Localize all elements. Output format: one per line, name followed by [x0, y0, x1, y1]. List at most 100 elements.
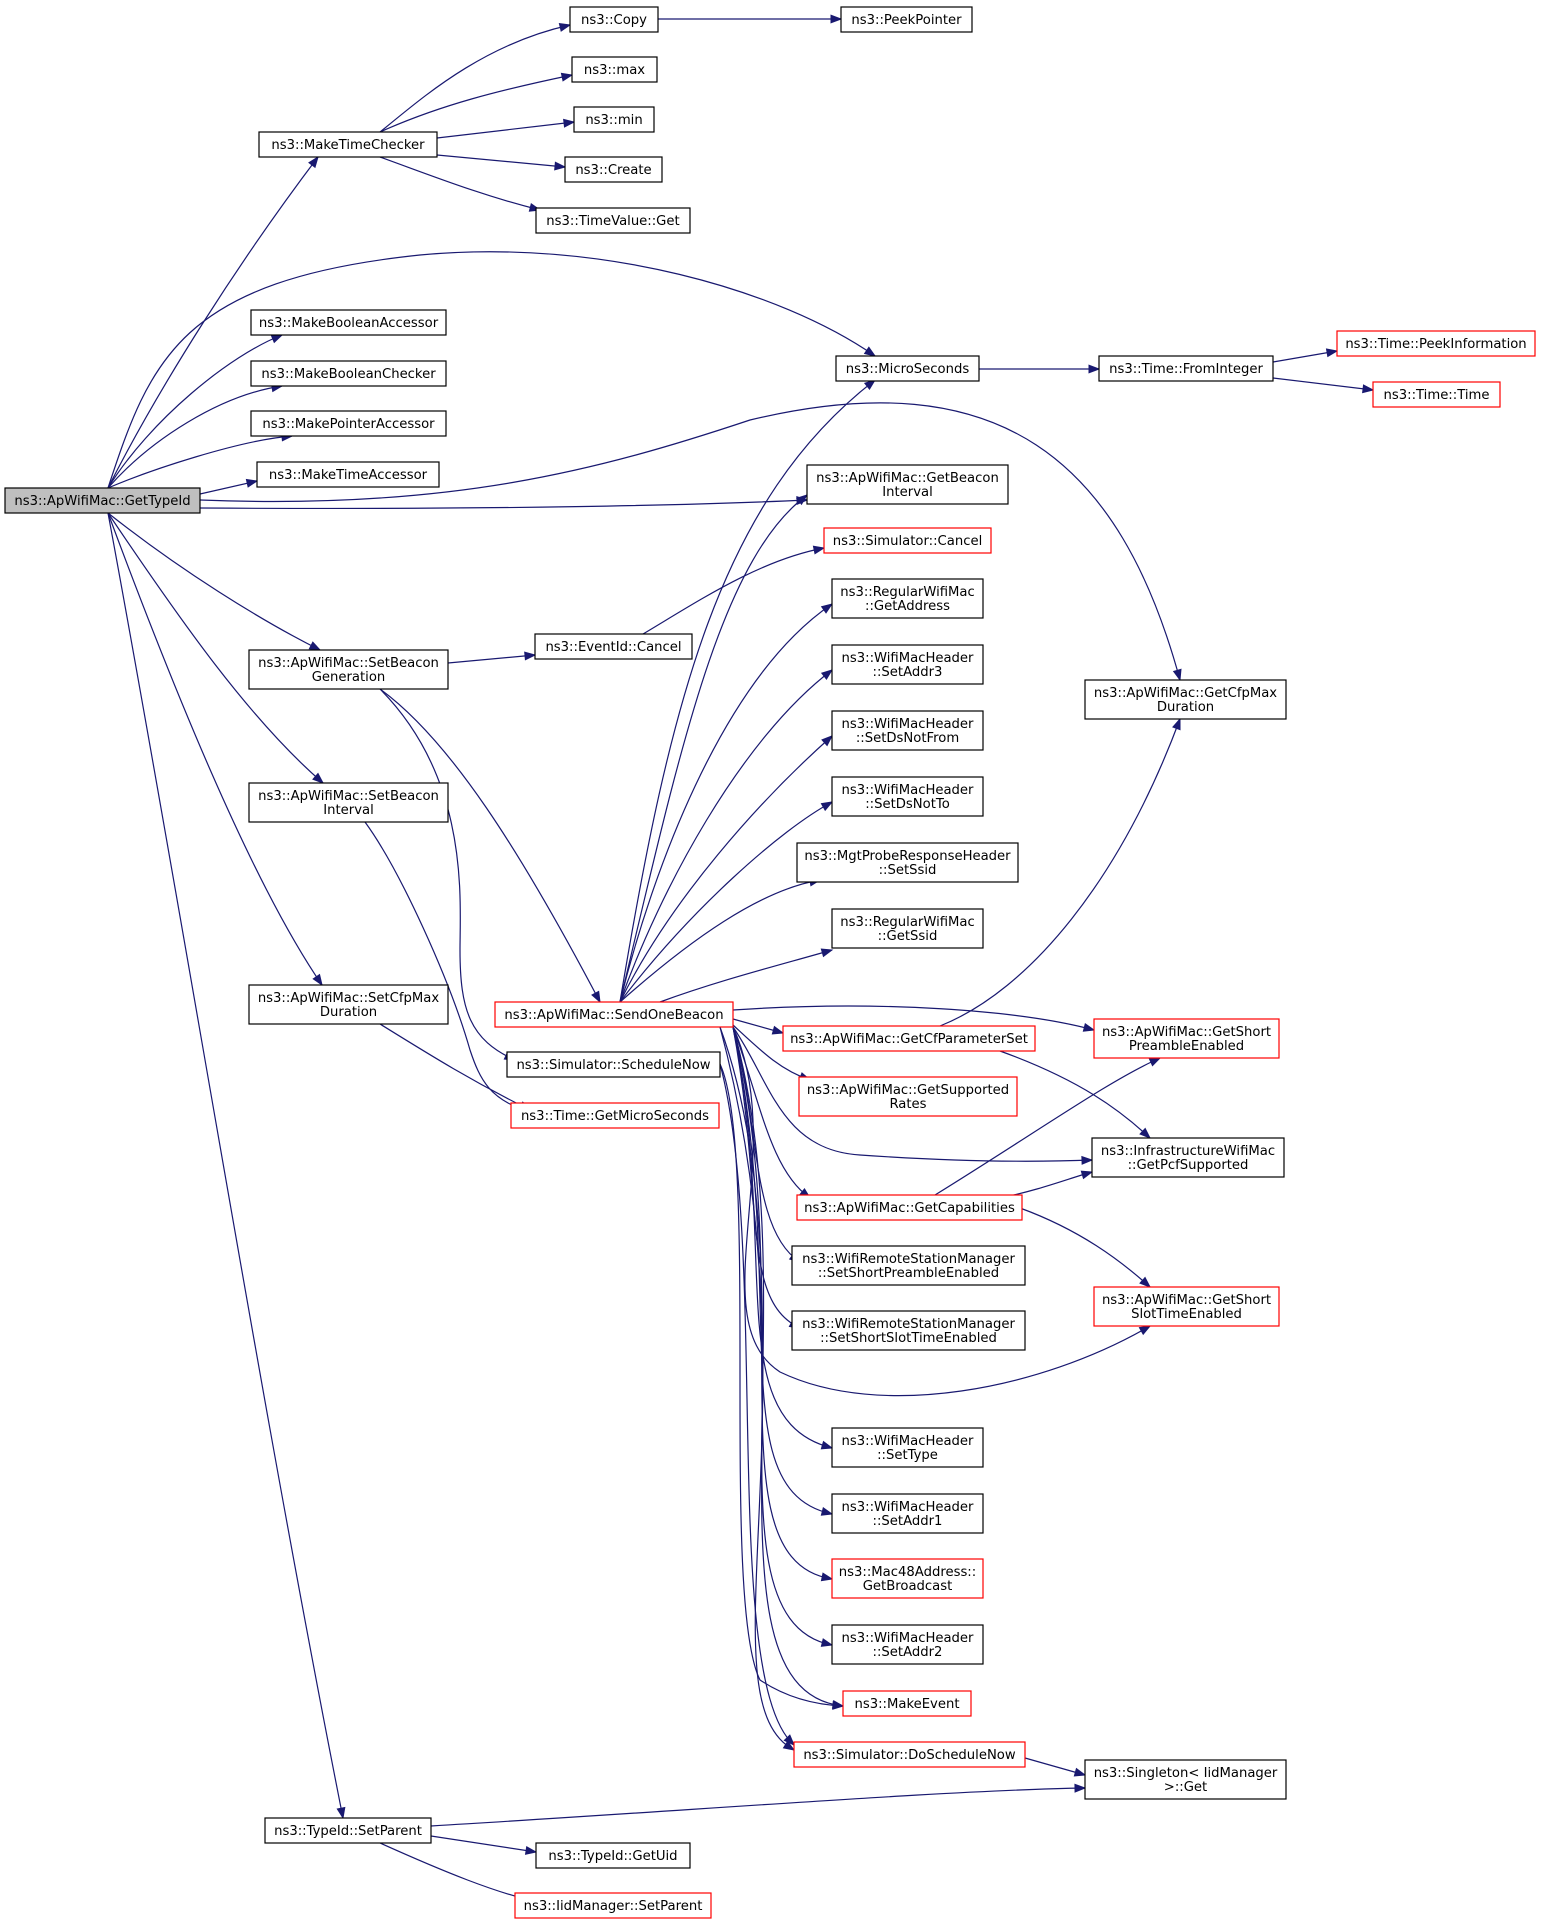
node-box: [1093, 1286, 1280, 1327]
node-ns3-mgtproberesponseheader-setssid[interactable]: ns3::MgtProbeResponseHeader::SetSsid: [796, 842, 1019, 883]
node-ns3-simulator-doschedulenow[interactable]: ns3::Simulator::DoScheduleNow: [793, 1741, 1026, 1768]
node-ns3-regularwifimac-getaddress[interactable]: ns3::RegularWifiMac::GetAddress: [831, 578, 984, 619]
edge-n25-n17: [642, 547, 825, 635]
node-ns3-max[interactable]: ns3::max: [571, 56, 658, 83]
edge-n0-n1: [107, 156, 319, 489]
node-ns3-typeid-getuid[interactable]: ns3::TypeId::GetUid: [535, 1842, 691, 1869]
edge-n29-n19: [619, 669, 833, 1003]
node-ns3-wifiremotestationmanager-setshortpreambleenabled[interactable]: ns3::WifiRemoteStationManager::SetShortP…: [791, 1245, 1026, 1286]
node-ns3-time-getmicroseconds[interactable]: ns3::Time::GetMicroSeconds: [510, 1102, 720, 1129]
node-label: ::SetType: [877, 1448, 938, 1463]
node-ns3-wifimacheader-setaddr1[interactable]: ns3::WifiMacHeader::SetAddr1: [831, 1493, 984, 1534]
node-ns3-apwifimac-getcfparameterset[interactable]: ns3::ApWifiMac::GetCfParameterSet: [782, 1025, 1036, 1052]
node-ns3-makeevent[interactable]: ns3::MakeEvent: [842, 1690, 972, 1717]
node-label: ns3::MakeEvent: [854, 1697, 959, 1712]
node-box: [842, 1690, 972, 1717]
node-box: [831, 1493, 984, 1534]
node-box: [264, 1817, 432, 1844]
node-label: ns3::MakeTimeChecker: [271, 138, 425, 153]
node-label: ns3::WifiMacHeader: [842, 651, 975, 666]
node-label: ns3::Time::PeekInformation: [1345, 337, 1526, 352]
node-box: [1084, 1759, 1287, 1800]
node-ns3-apwifimac-sendonebeacon[interactable]: ns3::ApWifiMac::SendOneBeacon: [494, 1001, 734, 1028]
node-ns3-peekpointer[interactable]: ns3::PeekPointer: [840, 6, 973, 33]
node-label: ::SetSsid: [879, 863, 937, 878]
node-label: ns3::Create: [575, 163, 651, 178]
node-box: [1372, 381, 1501, 408]
edge-n1-n5: [436, 121, 575, 139]
node-ns3-apwifimac-getcapabilities[interactable]: ns3::ApWifiMac::GetCapabilities: [796, 1194, 1023, 1221]
node-ns3-time-frominteger[interactable]: ns3::Time::FromInteger: [1098, 355, 1274, 382]
node-ns3-simulator-cancel[interactable]: ns3::Simulator::Cancel: [823, 527, 992, 554]
arrowhead-n47-n46: [1074, 1783, 1087, 1793]
arrowhead-n1-n6: [554, 161, 567, 171]
node-label: ::SetAddr1: [873, 1514, 943, 1529]
node-label: Duration: [1157, 700, 1214, 715]
node-ns3-wifimacheader-setaddr2[interactable]: ns3::WifiMacHeader::SetAddr2: [831, 1624, 984, 1665]
node-ns3-singleton-iidmanager-get[interactable]: ns3::Singleton< IidManager >::Get: [1084, 1759, 1287, 1800]
arrowhead-n36-n38: [1139, 1276, 1152, 1288]
node-ns3-copy[interactable]: ns3::Copy: [569, 6, 659, 33]
edge-n13-n15: [1272, 377, 1374, 391]
node-ns3-regularwifimac-getssid[interactable]: ns3::RegularWifiMac::GetSsid: [831, 908, 984, 949]
arrowhead-n29-n45: [782, 1740, 796, 1751]
node-ns3-makebooleanaccessor[interactable]: ns3::MakeBooleanAccessor: [250, 309, 447, 336]
node-box: [4, 487, 201, 514]
edge-n29-n23: [659, 949, 833, 1003]
node-ns3-time-peekinformation[interactable]: ns3::Time::PeekInformation: [1336, 330, 1536, 357]
arrowhead-n24-n25: [524, 651, 537, 661]
node-ns3-wifimacheader-setdsnotfrom[interactable]: ns3::WifiMacHeader::SetDsNotFrom: [831, 710, 984, 751]
node-ns3-wifimacheader-setaddr3[interactable]: ns3::WifiMacHeader::SetAddr3: [831, 644, 984, 685]
node-ns3-simulator-schedulenow[interactable]: ns3::Simulator::ScheduleNow: [506, 1051, 721, 1078]
node-ns3-makebooleanchecker[interactable]: ns3::MakeBooleanChecker: [250, 360, 447, 387]
edge-n29-n37: [732, 1026, 801, 1263]
node-ns3-maketimechecker[interactable]: ns3::MakeTimeChecker: [258, 131, 438, 158]
node-label: ns3::TypeId::SetParent: [274, 1824, 422, 1839]
node-ns3-iidmanager-setparent[interactable]: ns3::IidManager::SetParent: [514, 1892, 712, 1919]
node-ns3-time-time[interactable]: ns3::Time::Time: [1372, 381, 1501, 408]
node-label: ns3::ApWifiMac::GetShort: [1102, 1293, 1271, 1308]
node-label: ns3::WifiRemoteStationManager: [802, 1252, 1015, 1267]
node-ns3-wifimacheader-settype[interactable]: ns3::WifiMacHeader::SetType: [831, 1427, 984, 1468]
edge-n29-n45: [719, 1026, 795, 1751]
arrowhead-n29-n20: [821, 735, 834, 747]
node-label: ns3::ApWifiMac::GetCfParameterSet: [790, 1032, 1028, 1047]
node-ns3-wifimacheader-setdsnotto[interactable]: ns3::WifiMacHeader::SetDsNotTo: [831, 776, 984, 817]
node-label: ns3::InfrastructureWifiMac: [1101, 1144, 1275, 1159]
node-ns3-create[interactable]: ns3::Create: [564, 156, 663, 183]
node-ns3-infrastructurewifimac-getpcfsupported[interactable]: ns3::InfrastructureWifiMac::GetPcfSuppor…: [1091, 1137, 1285, 1178]
node-label: ns3::Singleton< IidManager: [1094, 1766, 1278, 1781]
node-ns3-maketimeaccessor[interactable]: ns3::MakeTimeAccessor: [256, 461, 440, 488]
node-ns3-makepointeraccessor[interactable]: ns3::MakePointerAccessor: [250, 410, 447, 437]
node-ns3-microseconds[interactable]: ns3::MicroSeconds: [835, 355, 980, 382]
node-ns3-typeid-setparent[interactable]: ns3::TypeId::SetParent: [264, 1817, 432, 1844]
node-ns3-min[interactable]: ns3::min: [573, 106, 655, 133]
node-ns3-eventid-cancel[interactable]: ns3::EventId::Cancel: [534, 633, 693, 660]
node-box: [534, 633, 693, 660]
edge-n36-n35: [999, 1171, 1093, 1199]
edge-n29-n12: [619, 379, 876, 1003]
node-label: ns3::ApWifiMac::GetShort: [1102, 1025, 1271, 1040]
node-box: [831, 644, 984, 685]
edge-n36-n31: [934, 1057, 1161, 1196]
arrowhead-n12-n13: [1088, 364, 1101, 374]
node-box: [569, 6, 659, 33]
node-label: ns3::WifiMacHeader: [842, 1631, 975, 1646]
arrowhead-n29-n35: [1081, 1155, 1094, 1165]
node-ns3-mac48address-getbroadcast[interactable]: ns3::Mac48Address::GetBroadcast: [831, 1558, 984, 1599]
node-ns3-timevalue-get[interactable]: ns3::TimeValue::Get: [535, 207, 691, 234]
node-ns3-apwifimac-gettypeid[interactable]: ns3::ApWifiMac::GetTypeId: [4, 487, 201, 514]
edge-n24-n29: [379, 688, 601, 1003]
node-label: ns3::Simulator::DoScheduleNow: [803, 1748, 1016, 1763]
node-label: ns3::max: [584, 63, 645, 78]
node-label: ns3::Time::GetMicroSeconds: [521, 1109, 709, 1124]
node-ns3-wifiremotestationmanager-setshortslottimeenabled[interactable]: ns3::WifiRemoteStationManager::SetShortS…: [791, 1310, 1026, 1351]
